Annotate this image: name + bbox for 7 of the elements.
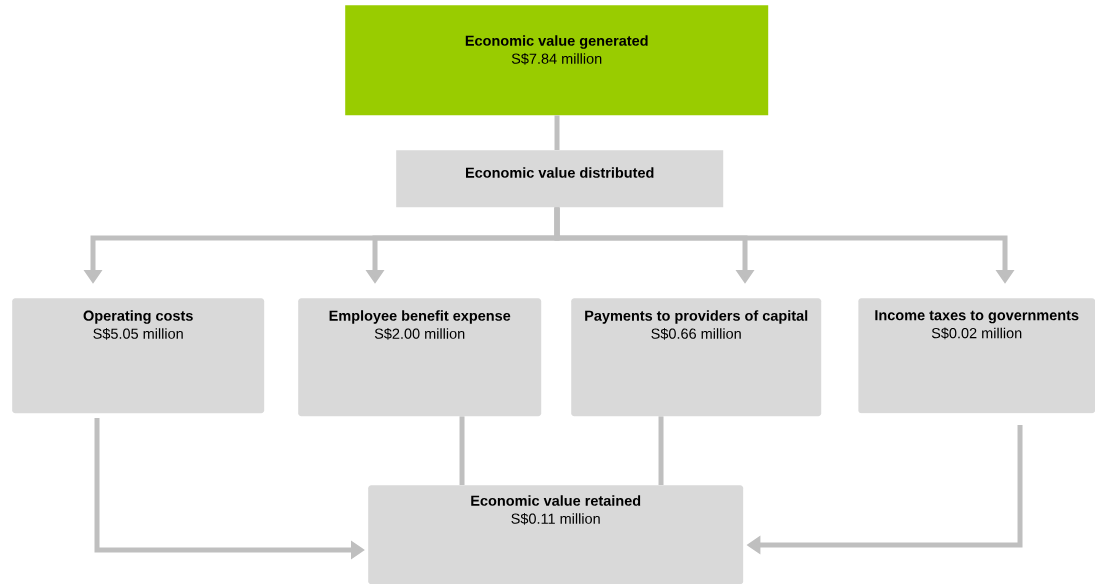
process-box: Economic value retained S$0.11 million — [368, 485, 744, 584]
process-box: Income taxes to governments S$0.02 million — [858, 298, 1095, 414]
process-box: Payments to providers of capital S$0.66 million — [571, 298, 822, 417]
process-box: Economic value generated S$7.84 million — [345, 5, 769, 116]
process-box: Employee benefit expense S$2.00 million — [298, 298, 542, 417]
process-box: Economic value distributed — [396, 150, 724, 208]
process-box: Operating costs S$5.05 million — [12, 298, 265, 414]
